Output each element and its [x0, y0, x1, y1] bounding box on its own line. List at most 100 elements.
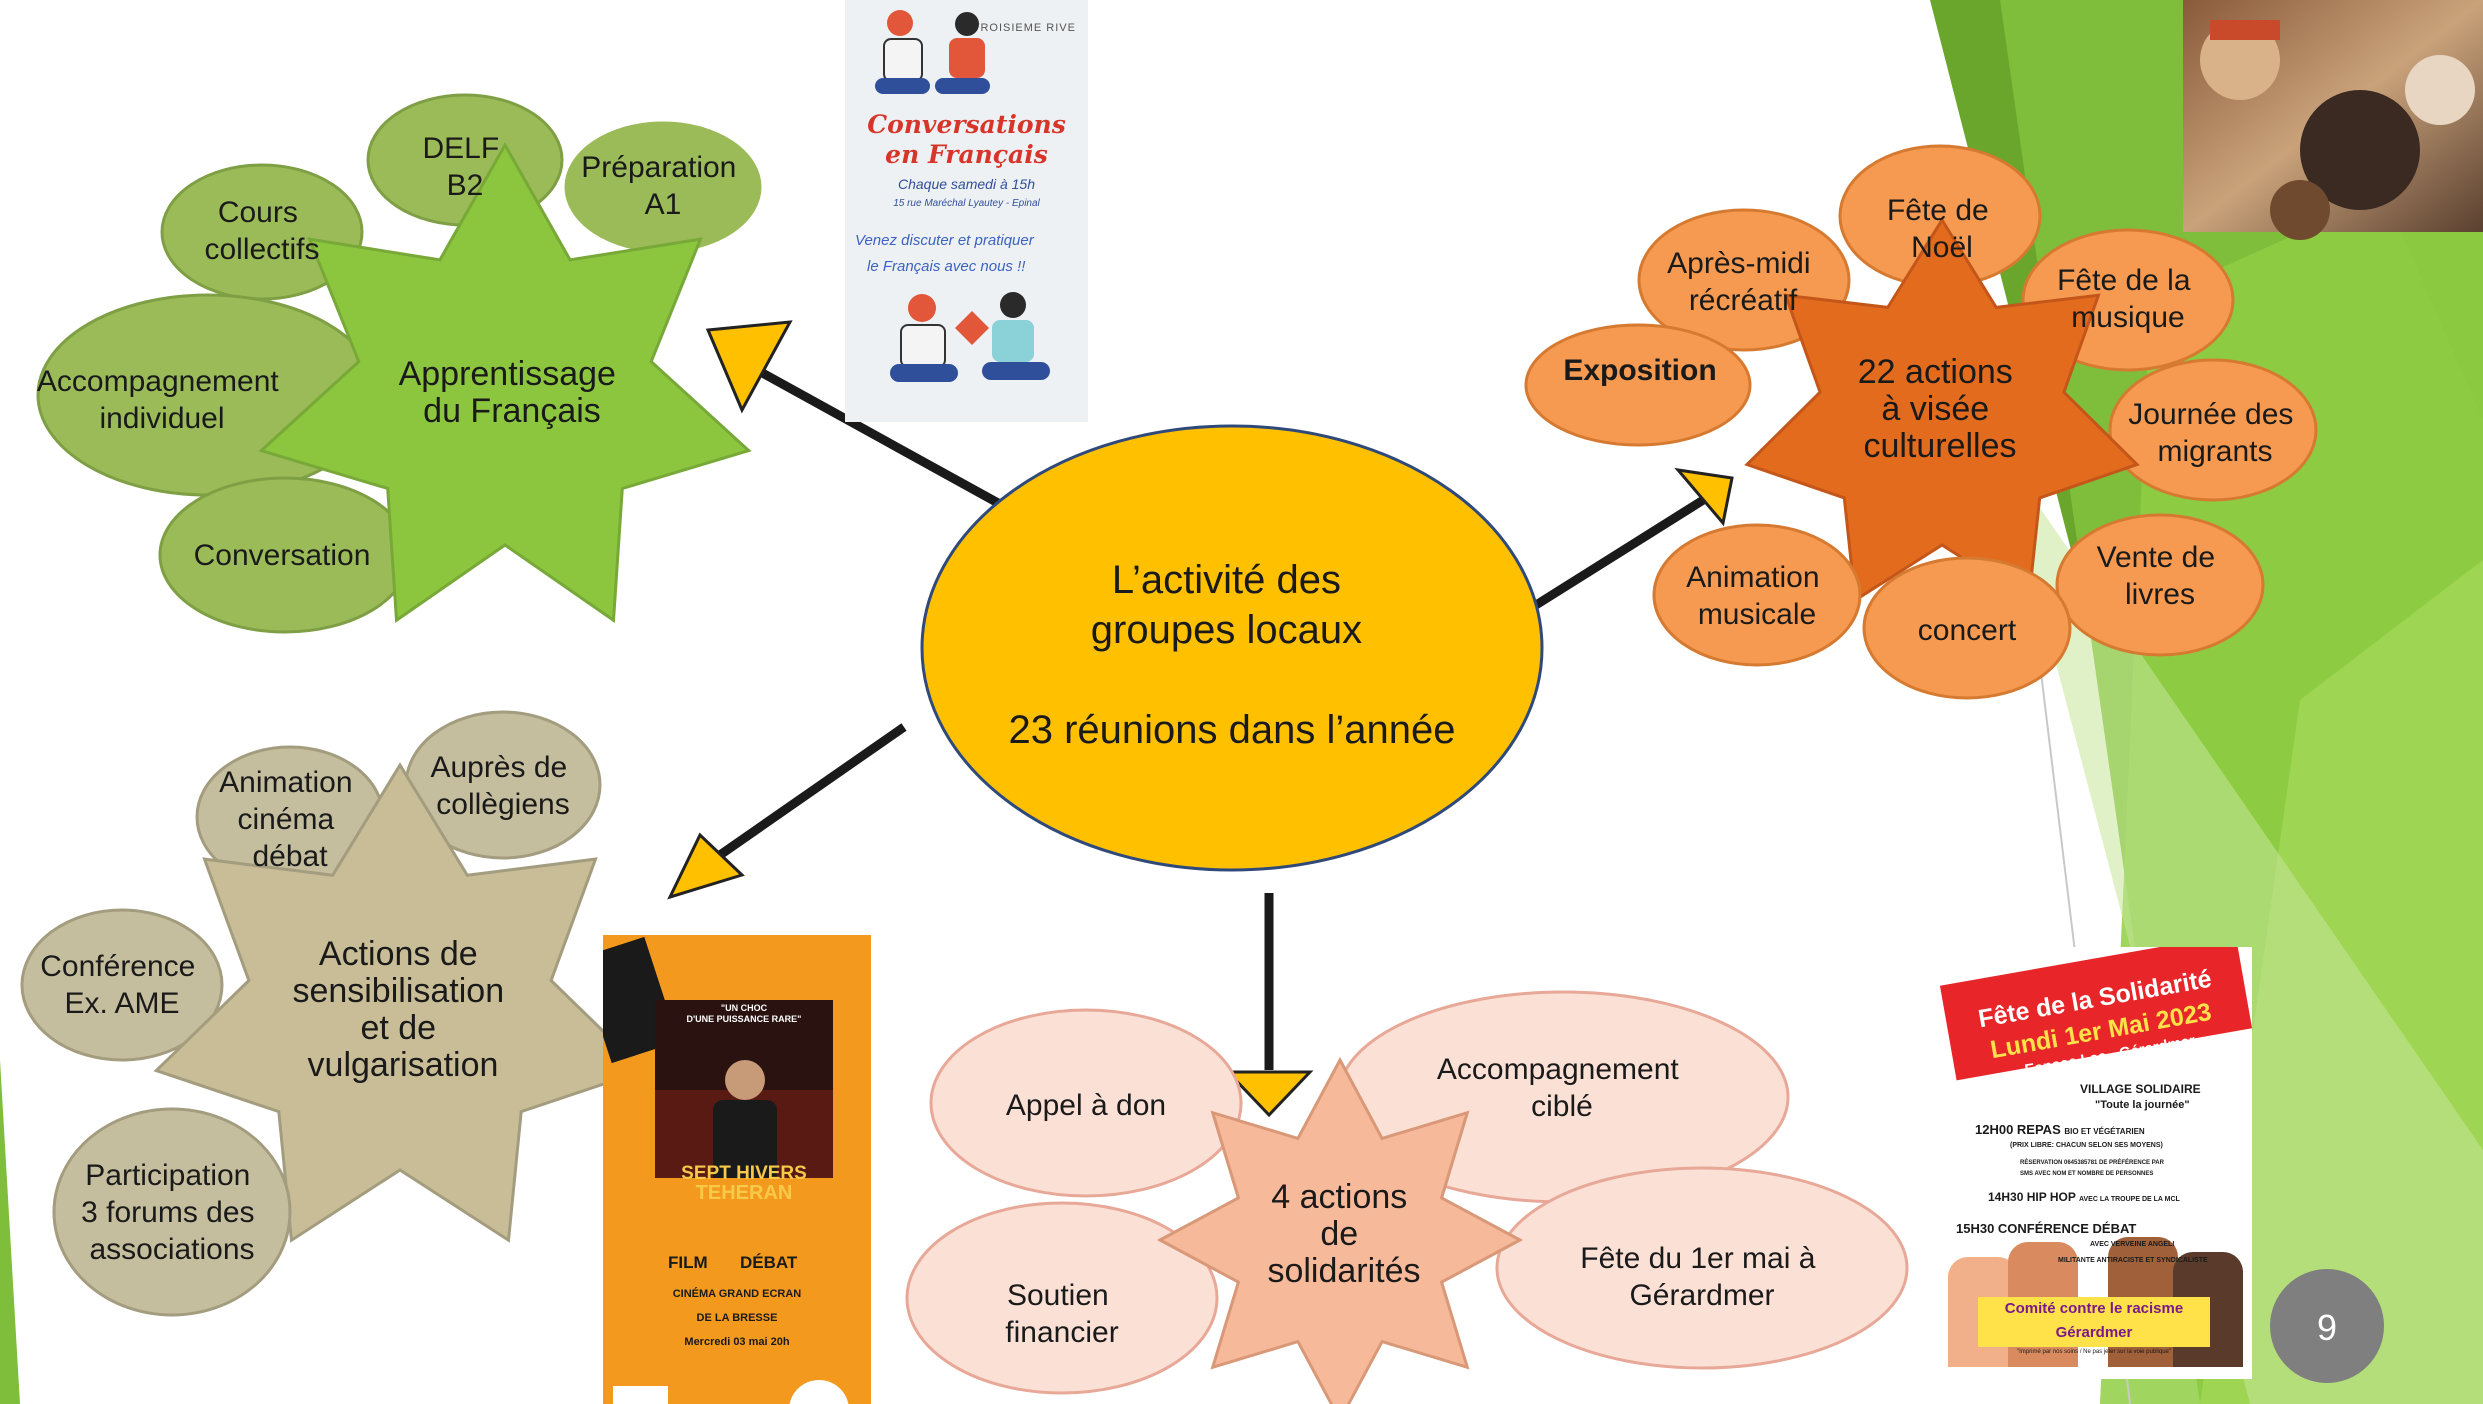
bubble-cours-label: Cours collectifs	[204, 196, 319, 266]
center-ellipse	[920, 424, 1544, 872]
poster-repas: 12H00 REPAS BIO ET VÉGÉTARIEN	[1975, 1122, 2145, 1137]
film-label-debat: DÉBAT	[740, 1253, 798, 1272]
page-number: 9	[2270, 1269, 2384, 1383]
bubble-accompagnement-label: Accompagnement individuel	[37, 365, 287, 435]
poster-repas-label: 12H00 REPAS	[1975, 1122, 2061, 1137]
bubble-fete-mai-label: Fête du 1er mai à Gérardmer	[1580, 1242, 1823, 1312]
bubble-animation-musicale	[1652, 523, 1862, 667]
arrow-head-culture	[1674, 467, 1734, 527]
film-title-1: SEPT HIVERS	[681, 1163, 807, 1184]
arrow-to-francais	[745, 361, 1001, 507]
poster-film: "UN CHOC D'UNE PUISSANCE RARE" SEPT HIVE…	[603, 935, 871, 1404]
bubble-delf-label: DELF B2	[422, 132, 507, 202]
film-quote-1: "UN CHOC	[720, 1003, 768, 1013]
star-solidarite	[1156, 1056, 1524, 1404]
poster-reservation: RÉSERVATION 0645385781 DE PRÉFÉRENCE PAR	[2020, 1160, 2164, 1166]
star-solidarite-label: 4 actions de solidarités	[1267, 1178, 1420, 1290]
poster-footer: "Imprimé par nos soins / Ne pas jeter su…	[2017, 1349, 2171, 1355]
poster-hiphop: 14H30 HIP HOP AVEC LA TROUPE DE LA MCL	[1988, 1190, 2180, 1204]
poster-prix: (PRIX LIBRE: CHACUN SELON SES MOYENS)	[2010, 1142, 2163, 1149]
bubble-exposition-label: Exposition	[1563, 354, 1716, 387]
bubble-soutien	[905, 1201, 1219, 1395]
star-sensibilisation-label: Actions de sensibilisation et de vulgari…	[292, 935, 513, 1084]
film-title-2: TEHERAN	[695, 1182, 793, 1204]
arrow-head-sensibilisation	[667, 832, 745, 900]
bubble-conference	[20, 908, 224, 1062]
film-round-logo	[789, 1380, 849, 1404]
bubble-appel	[929, 1008, 1243, 1198]
bubble-concert-label: concert	[1918, 614, 2017, 647]
group-culture: Fête de Noël Après-midi récréatif Fête d…	[1524, 144, 2318, 700]
star-culture	[1744, 217, 2140, 603]
poster-repas-note: BIO ET VÉGÉTARIEN	[2064, 1127, 2145, 1136]
film-date: Mercredi 03 mai 20h	[684, 1336, 790, 1348]
poster-comite-1: Comité contre le racisme	[2004, 1300, 2184, 1317]
star-culture-label: 22 actions à visée culturelles	[1858, 353, 2022, 465]
bubble-livres-label: Vente de livres	[2097, 541, 2224, 611]
film-label-film: FILM	[668, 1253, 708, 1272]
group-francais: DELF B2 Préparation A1 Cours collectifs …	[36, 93, 765, 634]
poster-people-bottom	[890, 290, 1050, 390]
poster-conversations: TROISIEME RIVE Conversations en Français…	[845, 0, 1088, 422]
poster-reservation-2: SMS AVEC NOM ET NOMBRE DE PERSONNES	[2020, 1171, 2154, 1177]
bubble-animation-musicale-label: Animation musicale	[1686, 561, 1828, 631]
film-venue-2: DE LA BRESSE	[696, 1312, 778, 1324]
group-solidarite: Appel à don Accompagnement ciblé Soutien…	[905, 990, 1909, 1404]
bubble-cinema-label: Animation cinéma débat	[219, 766, 361, 873]
center-node: L’activité des groupes locaux 23 réunion…	[920, 424, 1544, 872]
poster-conf-note-1: AVEC VERVEINE ANGELI	[2090, 1241, 2175, 1248]
bubble-conversation-label: Conversation	[194, 539, 371, 572]
poster-where: 15 rue Maréchal Lyautey - Epinal	[893, 198, 1040, 209]
bubble-noel-label: Fête de Noël	[1887, 194, 1997, 264]
arrow-head-solidarite	[1224, 1070, 1314, 1118]
film-venue-1: CINÉMA GRAND ECRAN	[672, 1288, 802, 1300]
poster-title-1: Conversations	[867, 110, 1066, 139]
film-still	[655, 1000, 833, 1178]
arrows	[667, 320, 1734, 1118]
bubble-accompagnement-cible-label: Accompagnement ciblé	[1437, 1053, 1687, 1123]
poster-title-2: en Français	[885, 140, 1048, 169]
bubble-forums-label: Participation 3 forums des associations	[81, 1159, 263, 1266]
bubble-forums	[52, 1107, 292, 1317]
bubble-fete-mai	[1495, 1166, 1909, 1370]
page-number-label: 9	[2317, 1307, 2337, 1348]
bubble-musique-label: Fête de la musique	[2057, 264, 2199, 334]
poster-invite-2: le Français avec nous !!	[867, 258, 1026, 275]
bubble-migrants	[2108, 358, 2318, 502]
bubble-apres-midi-label: Après-midi récréatif	[1667, 247, 1819, 317]
poster-invite-1: Venez discuter et pratiquer	[855, 232, 1034, 249]
arrow-to-sensibilisation	[717, 723, 907, 859]
bubble-soutien-label: Soutien financier	[1005, 1279, 1118, 1349]
poster-journee: "Toute la journée"	[2095, 1099, 2190, 1111]
star-francais-label: Apprentissage du Français	[399, 355, 626, 430]
poster-conference: 15H30 CONFÉRENCE DÉBAT	[1956, 1221, 2137, 1236]
bubble-concert	[1862, 556, 2072, 700]
arrow-head-francais	[705, 320, 793, 414]
center-label: L’activité des groupes locaux 23 réunion…	[1008, 558, 1455, 752]
poster-conf-note-2: MILITANTE ANTIRACISTE ET SYNDICALISTE	[2058, 1257, 2208, 1264]
group-sensibilisation: Animation cinéma débat Auprès de collègi…	[20, 710, 647, 1317]
poster-village: VILLAGE SOLIDAIRE	[2080, 1082, 2201, 1096]
poster-comite-box	[1978, 1297, 2210, 1347]
poster-solidarite: Fête de la Solidarité Lundi 1er Mai 2023…	[1940, 947, 2252, 1379]
poster-hiphop-label: 14H30 HIP HOP	[1988, 1190, 2076, 1204]
bubble-migrants-label: Journée des migrants	[2128, 398, 2301, 468]
bubble-livres	[2055, 513, 2265, 657]
arrow-to-culture	[1533, 493, 1711, 609]
film-logos	[613, 1386, 668, 1404]
poster-hiphop-note: AVEC LA TROUPE DE LA MCL	[2078, 1196, 2180, 1203]
bubble-appel-label: Appel à don	[1006, 1089, 1166, 1122]
bubble-preparation-label: Préparation A1	[581, 151, 744, 221]
poster-brand: TROISIEME RIVE	[972, 22, 1076, 34]
star-sensibilisation	[153, 762, 647, 1243]
bubble-preparation	[561, 118, 765, 256]
bubble-conference-label: Conférence Ex. AME	[40, 950, 203, 1020]
poster-when: Chaque samedi à 15h	[898, 176, 1035, 192]
poster-people-top	[875, 8, 995, 103]
film-quote-2: D'UNE PUISSANCE RARE"	[686, 1014, 802, 1024]
star-francais	[258, 141, 752, 623]
poster-comite-2: Gérardmer	[2055, 1324, 2133, 1341]
bubble-collegiens-label: Auprès de collègiens	[430, 751, 575, 821]
bubble-exposition	[1524, 323, 1752, 447]
